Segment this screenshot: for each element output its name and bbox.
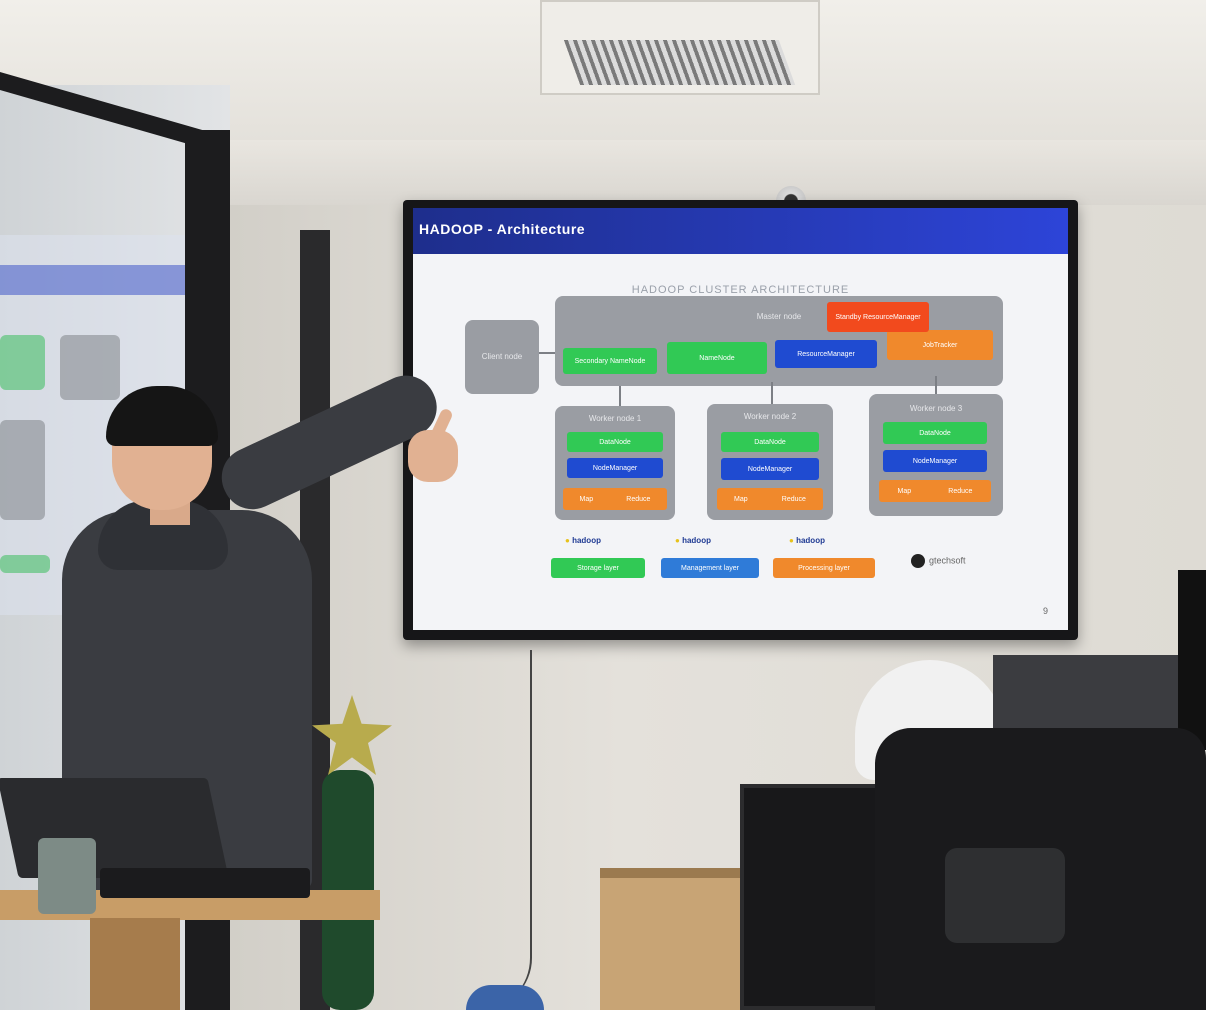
slide-page-number: 9 (1043, 606, 1049, 616)
worker-map: Map (897, 487, 912, 495)
legend-management-layer: Management layer (661, 558, 759, 578)
worker-map-reduce: Map Reduce (879, 480, 991, 502)
worker-datanode: DataNode (721, 432, 819, 452)
mug (38, 838, 96, 914)
hadoop-logo-icon: ● hadoop (565, 536, 601, 545)
worker-node-2-box: Worker node 2 DataNode NodeManager Map R… (707, 404, 833, 520)
presentation-slide: HADOOP - Architecture HADOOP CLUSTER ARC… (413, 208, 1068, 630)
laptop-keyboard (100, 868, 310, 898)
worker-reduce: Reduce (948, 487, 973, 495)
blue-stool (466, 985, 544, 1010)
worker-map-reduce: Map Reduce (717, 488, 823, 510)
wooden-cabinet (600, 868, 745, 1010)
hadoop-logo-icon: ● hadoop (675, 536, 711, 545)
worker-node-label: Worker node 1 (588, 414, 642, 423)
worker-map: Map (734, 495, 748, 503)
worker-datanode: DataNode (883, 422, 987, 444)
connector-line (539, 352, 555, 354)
tv-monitor: HADOOP - Architecture HADOOP CLUSTER ARC… (403, 200, 1078, 640)
desk-leg (90, 918, 180, 1010)
standby-resourcemanager: Standby ResourceManager (827, 302, 929, 332)
worker-nodemanager: NodeManager (567, 458, 663, 478)
master-node-box: Master node Secondary NameNode NameNode … (555, 296, 1003, 386)
client-node-box: Client node (465, 320, 539, 394)
master-jobtracker: JobTracker (887, 330, 993, 360)
slide-header-bar: HADOOP - Architecture (413, 208, 1068, 254)
master-namenode: NameNode (667, 342, 767, 374)
laptop (0, 778, 229, 878)
legend-processing-layer: Processing layer (773, 558, 875, 578)
worker-map-reduce: Map Reduce (563, 488, 667, 510)
desk-monitor-edge (1178, 570, 1206, 750)
worker-reduce: Reduce (781, 495, 806, 503)
worker-node-3-box: Worker node 3 DataNode NodeManager Map R… (869, 394, 1003, 516)
connector-line (619, 386, 621, 406)
worker-map: Map (579, 495, 594, 503)
worker-nodemanager: NodeManager (883, 450, 987, 472)
master-resourcemanager: ResourceManager (775, 340, 877, 368)
worker-nodemanager: NodeManager (721, 458, 819, 480)
slide-title: HADOOP - Architecture (419, 221, 586, 237)
slide-heading: HADOOP CLUSTER ARCHITECTURE (631, 284, 850, 296)
worker-node-1-box: Worker node 1 DataNode NodeManager Map R… (555, 406, 675, 520)
gtechsoft-logo-icon (911, 554, 925, 568)
worker-node-label: Worker node 2 (743, 412, 797, 421)
chair-mesh (945, 848, 1065, 943)
presenter-hand (408, 430, 458, 482)
tv-cable (480, 650, 532, 1010)
connector-line (935, 376, 937, 398)
brand-logo: gtechsoft (911, 554, 966, 568)
master-secondary-namenode: Secondary NameNode (563, 348, 657, 374)
client-node-label: Client node (481, 352, 523, 361)
worker-datanode: DataNode (567, 432, 663, 452)
hadoop-logo-icon: ● hadoop (789, 536, 825, 545)
worker-reduce: Reduce (626, 495, 651, 503)
ceiling-beam (230, 140, 1206, 210)
air-vent (540, 0, 820, 95)
worker-node-label: Worker node 3 (909, 404, 963, 413)
legend-storage-layer: Storage layer (551, 558, 645, 578)
master-node-label: Master node (756, 312, 802, 321)
connector-line (771, 382, 773, 406)
